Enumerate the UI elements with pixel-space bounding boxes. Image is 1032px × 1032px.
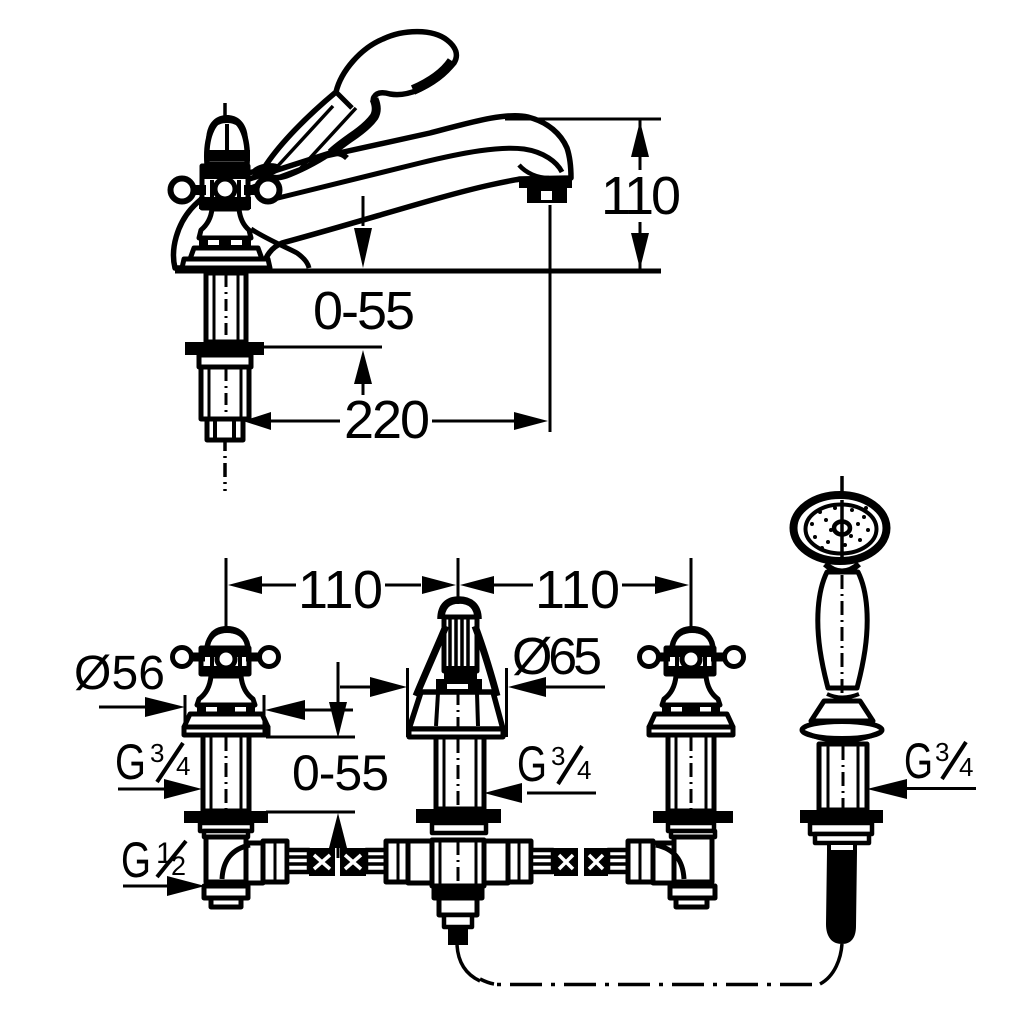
svg-text:110: 110	[298, 560, 383, 620]
svg-text:110: 110	[535, 560, 620, 620]
svg-text:Ø56: Ø56	[74, 647, 165, 700]
svg-text:G: G	[904, 733, 933, 789]
svg-text:G: G	[115, 734, 146, 790]
svg-text:220: 220	[344, 390, 430, 450]
svg-text:0-55: 0-55	[313, 281, 415, 341]
svg-text:3: 3	[150, 738, 164, 768]
svg-text:0-55: 0-55	[292, 745, 389, 801]
svg-text:2: 2	[171, 851, 186, 881]
svg-text:3: 3	[935, 737, 949, 767]
svg-text:G: G	[517, 736, 547, 792]
svg-text:4: 4	[959, 752, 973, 782]
svg-text:G: G	[121, 832, 151, 888]
svg-text:4: 4	[176, 751, 190, 781]
svg-text:110: 110	[601, 166, 681, 226]
svg-text:Ø65: Ø65	[512, 628, 602, 686]
svg-text:4: 4	[577, 755, 591, 785]
svg-text:3: 3	[551, 741, 565, 771]
